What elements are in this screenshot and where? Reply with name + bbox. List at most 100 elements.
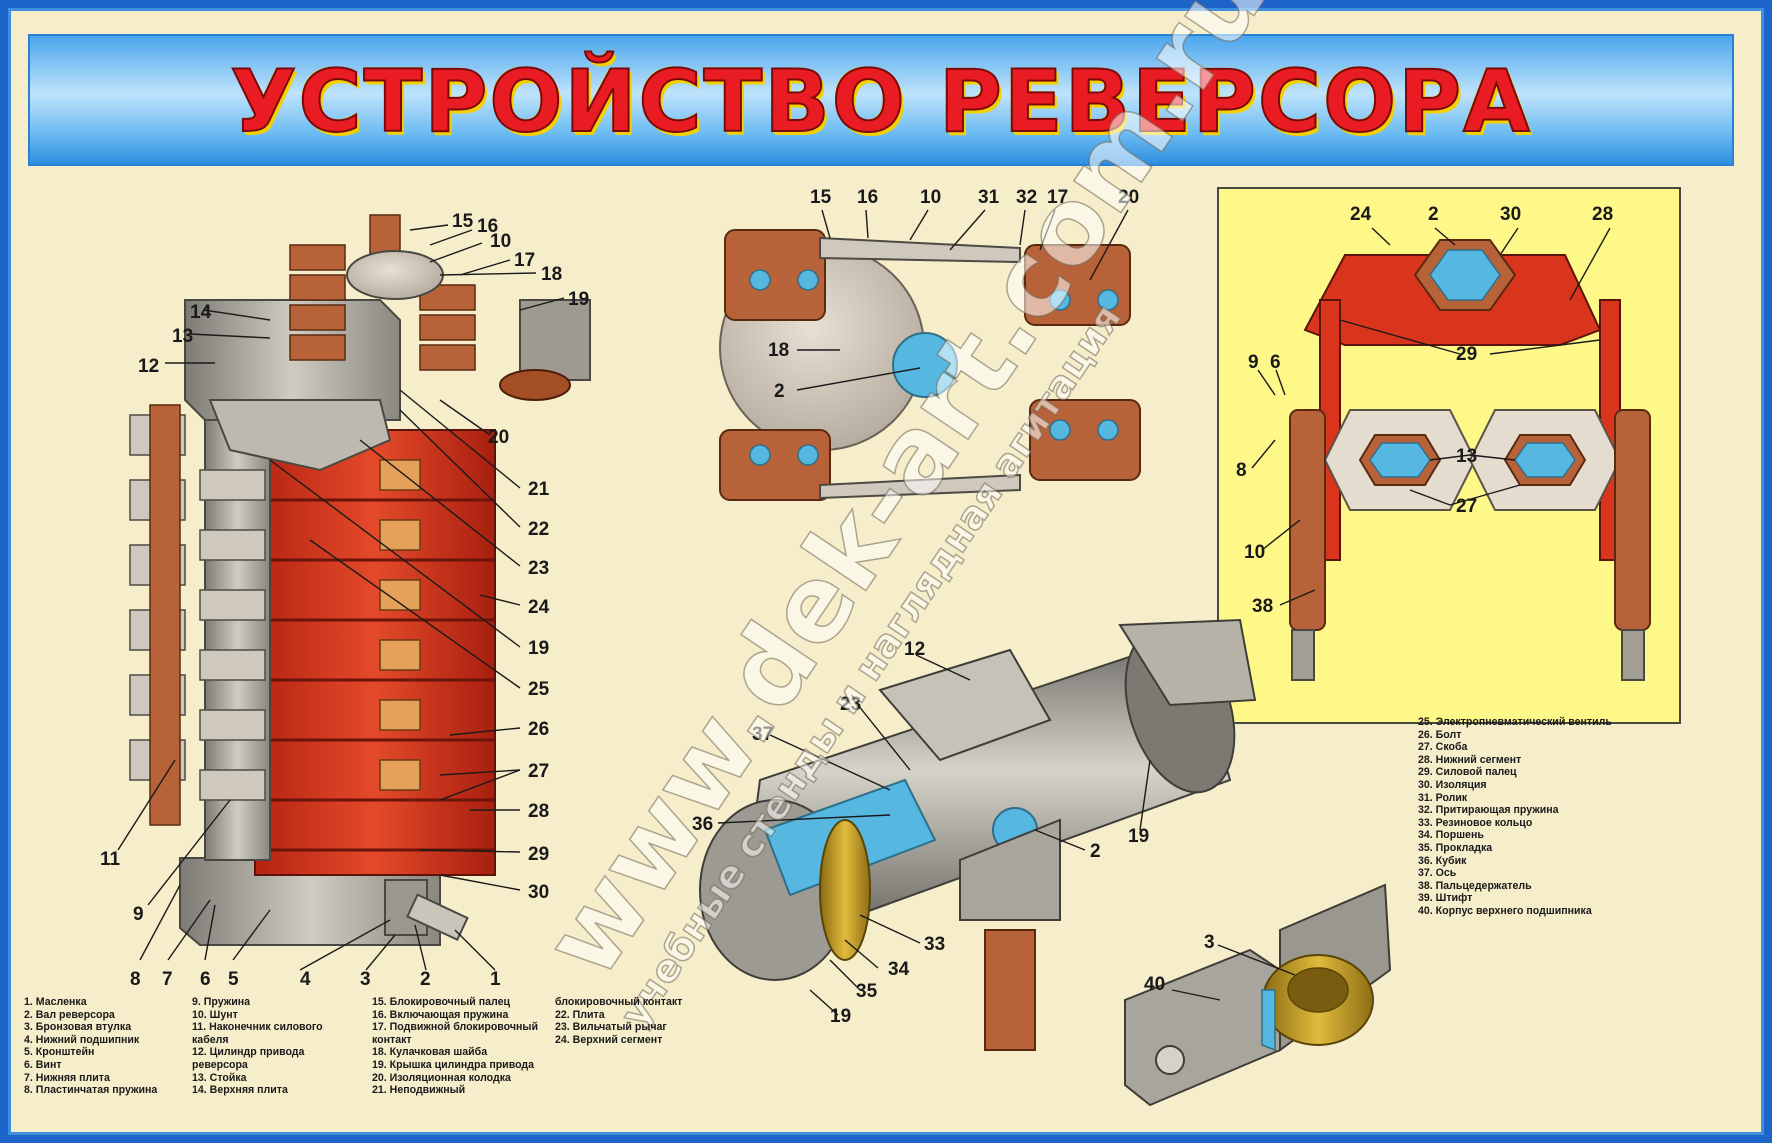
seg-callout-28: 28 — [1592, 204, 1613, 225]
reverser-assembly-view — [129, 214, 591, 946]
upper-bearing-view — [1124, 883, 1392, 1107]
callout-22: 22 — [528, 519, 549, 540]
title-banner: УСТРОЙСТВО РЕВЕРСОРА — [28, 34, 1734, 166]
seg-callout-24: 24 — [1350, 204, 1372, 225]
callout-29: 29 — [528, 844, 549, 865]
callout-25: 25 — [528, 679, 550, 700]
callout-18: 18 — [541, 264, 562, 285]
legend-item: 7. Нижняя плита — [24, 1071, 110, 1084]
cyl-callout-33: 33 — [924, 934, 945, 955]
cyl-callout-19: 19 — [1128, 826, 1149, 847]
callout-2: 2 — [420, 969, 431, 990]
legend-item: 11. Наконечник силового — [192, 1021, 323, 1034]
legend-item: 28. Нижний сегмент — [1418, 753, 1522, 766]
legend-item: 22. Плита — [555, 1008, 605, 1021]
top-callout-16: 16 — [857, 187, 878, 208]
legend-item: 39. Штифт — [1418, 892, 1473, 905]
seg-callout-13: 13 — [1456, 446, 1477, 467]
legend-item: 26. Болт — [1418, 728, 1462, 741]
legend-column-5: 25. Электропневматический вентиль 26. Бо… — [1418, 716, 1612, 918]
callout-numbers: 15 16 10 17 18 19 14 13 12 20 21 22 23 2… — [100, 187, 1613, 1027]
bearing-callout-40: 40 — [1144, 974, 1165, 995]
legend-item: блокировочный контакт — [555, 996, 683, 1008]
segment-detail-panel — [1217, 187, 1681, 724]
legend-item: 15. Блокировочный палец — [372, 996, 511, 1008]
legend-item: 5. Кронштейн — [24, 1046, 95, 1059]
legend-item: 33. Резиновое кольцо — [1418, 816, 1533, 829]
legend-item: 13. Стойка — [192, 1071, 247, 1084]
legend-item: 10. Шунт — [192, 1008, 238, 1021]
legend-item: 9. Пружина — [192, 996, 251, 1008]
legend-item: 3. Бронзовая втулка — [24, 1021, 132, 1034]
top-callout-10: 10 — [920, 187, 941, 208]
legend-item: 38. Пальцедержатель — [1418, 879, 1532, 892]
callout-7: 7 — [162, 969, 173, 990]
callout-27: 27 — [528, 761, 549, 782]
legend-item: 30. Изоляция — [1418, 778, 1487, 791]
cyl-callout-36: 36 — [692, 814, 713, 835]
legend-item: 35. Прокладка — [1418, 841, 1493, 854]
legend-item: 16. Включающая пружина — [372, 1008, 509, 1021]
legend-item: 14. Верхняя плита — [192, 1084, 288, 1097]
callout-24: 24 — [528, 597, 550, 618]
contact-fingers-top-view — [719, 229, 1141, 501]
cyl-callout-12: 12 — [904, 639, 925, 660]
page-title: УСТРОЙСТВО РЕВЕРСОРА — [229, 51, 1532, 153]
drive-cylinder-view — [699, 618, 1257, 1051]
legend-item: 20. Изоляционная колодка — [372, 1071, 511, 1084]
cyl-callout-19b: 19 — [830, 1006, 851, 1027]
legend-item: 8. Пластинчатая пружина — [24, 1084, 158, 1097]
seg-callout-9: 9 — [1248, 352, 1259, 373]
legend-item: 31. Ролик — [1418, 791, 1468, 804]
top-callout-32: 32 — [1016, 187, 1037, 208]
callout-20: 20 — [488, 427, 509, 448]
legend-item: 4. Нижний подшипник — [24, 1033, 140, 1046]
seg-callout-8: 8 — [1236, 460, 1247, 481]
callout-9: 9 — [133, 904, 144, 925]
legend-item: 32. Притирающая пружина — [1418, 804, 1559, 817]
callout-30: 30 — [528, 882, 549, 903]
legend-item: 23. Вильчатый рычаг — [555, 1021, 667, 1034]
legend-column-1: 1. Масленка 2. Вал реверсора 3. Бронзова… — [24, 996, 157, 1097]
legend-item: 18. Кулачковая шайба — [372, 1046, 488, 1059]
seg-callout-38: 38 — [1252, 596, 1273, 617]
callout-12: 12 — [138, 356, 159, 377]
legend-item: 40. Корпус верхнего подшипника — [1418, 904, 1592, 917]
seg-callout-6: 6 — [1270, 352, 1281, 373]
legend-item: 34. Поршень — [1418, 829, 1484, 842]
seg-callout-10: 10 — [1244, 542, 1265, 563]
callout-16: 16 — [477, 216, 498, 237]
callout-1: 1 — [490, 969, 501, 990]
legend-item: кабеля — [192, 1033, 229, 1046]
cyl-callout-23: 23 — [840, 694, 861, 715]
top-callout-20: 20 — [1118, 187, 1139, 208]
seg-callout-30: 30 — [1500, 204, 1521, 225]
legend-column-4: блокировочный контакт 22. Плита 23. Виль… — [555, 996, 682, 1046]
callout-5: 5 — [228, 969, 239, 990]
legend-item: 12. Цилиндр привода — [192, 1046, 305, 1059]
legend-column-2: 9. Пружина 10. Шунт 11. Наконечник силов… — [192, 996, 323, 1097]
cyl-callout-35: 35 — [856, 981, 878, 1002]
legend-item: 2. Вал реверсора — [24, 1008, 115, 1021]
legend-item: 36. Кубик — [1418, 854, 1467, 867]
legend-column-3: 15. Блокировочный палец 16. Включающая п… — [372, 996, 538, 1097]
legend-item: 24. Верхний сегмент — [555, 1033, 663, 1046]
callout-17: 17 — [514, 250, 535, 271]
callout-3: 3 — [360, 969, 371, 990]
seg-callout-29: 29 — [1456, 344, 1477, 365]
seg-callout-27: 27 — [1456, 496, 1477, 517]
bearing-callout-3: 3 — [1204, 932, 1215, 953]
legend-item: 29. Силовой палец — [1418, 766, 1517, 779]
top-callout-2: 2 — [774, 381, 785, 402]
seg-callout-2: 2 — [1428, 204, 1439, 225]
callout-leaders — [117, 209, 1611, 1016]
callout-26: 26 — [528, 719, 549, 740]
callout-14: 14 — [190, 302, 212, 323]
top-callout-31: 31 — [978, 187, 1000, 208]
callout-6: 6 — [200, 969, 211, 990]
top-callout-18: 18 — [768, 340, 789, 361]
legend-item: 1. Масленка — [24, 996, 87, 1008]
callout-8: 8 — [130, 969, 141, 990]
